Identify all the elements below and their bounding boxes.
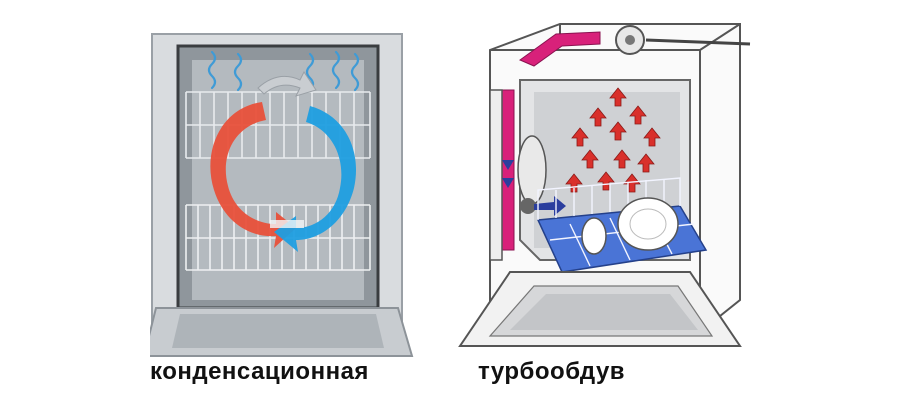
condensation-diagram [150, 30, 420, 360]
door-side [489, 89, 503, 261]
plate-small [581, 217, 607, 255]
turbo-dry-diagram [450, 10, 760, 360]
top-rod [645, 38, 751, 46]
door-inner-panel [172, 314, 384, 348]
side-fan-vent [517, 135, 547, 205]
plate-large-rim [629, 208, 667, 240]
turbo-dry-illustration [458, 23, 751, 347]
condensation-illustration [150, 33, 414, 357]
duct-arrows [502, 160, 514, 188]
top-grey-arrow [257, 71, 317, 97]
fan-hub-icon [625, 35, 635, 45]
fan-motor-icon [520, 198, 536, 214]
plate-large [617, 197, 679, 251]
hot-air-arrows [565, 87, 661, 193]
turbo-dry-caption: турбообдув [478, 358, 626, 385]
door-panel-shadow [510, 294, 698, 330]
shelf-highlight [270, 220, 304, 228]
condensation-caption: конденсационная [150, 358, 369, 385]
lower-rack [185, 204, 371, 271]
fan-airflow-arrow [534, 196, 566, 216]
hot-flow-arrow [210, 102, 296, 248]
steam-lines [207, 50, 360, 92]
cold-flow-arrow [274, 106, 357, 252]
top-air-duct [518, 31, 601, 67]
